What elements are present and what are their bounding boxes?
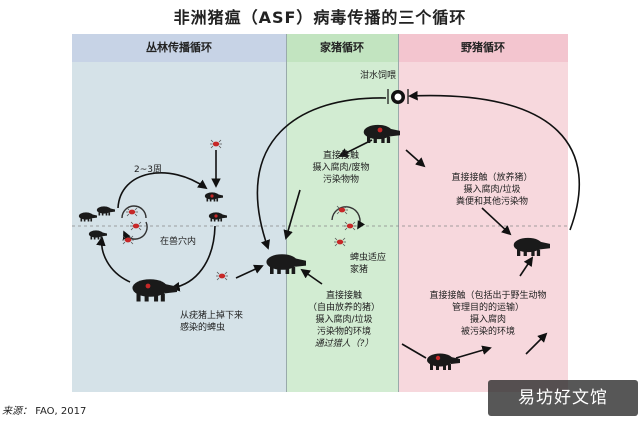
source-credit: 来源： FAO, 2017 bbox=[2, 402, 86, 417]
panel-divider bbox=[286, 34, 287, 392]
wild-contact-arrow bbox=[481, 207, 512, 236]
domestic-arrow bbox=[338, 139, 373, 157]
tick-fall-label: 从疣猪上掉下来 感染的蜱虫 bbox=[180, 310, 243, 334]
wild-boar-cycle-panel bbox=[398, 34, 568, 392]
cycle-arrow bbox=[117, 172, 208, 209]
label-line: 直接接触 bbox=[325, 291, 362, 301]
piglet-icon bbox=[208, 212, 227, 222]
wild-to-swill-arrow bbox=[408, 90, 580, 231]
label-line: 摄入腐肉 bbox=[469, 315, 506, 325]
tick-icon bbox=[343, 221, 357, 231]
forest-to-domestic-arrow bbox=[235, 264, 264, 279]
warthog-icon bbox=[132, 279, 177, 302]
source-label: 来源： bbox=[2, 406, 32, 417]
label-line: 污染物物 bbox=[322, 175, 359, 185]
piglet-icon bbox=[204, 192, 223, 202]
wild-boar-arrow bbox=[519, 256, 534, 277]
burrow-cycle-arrow bbox=[122, 221, 148, 240]
free-range-arrow bbox=[300, 268, 323, 285]
wild-boar-cycle-header: 野猪循环 bbox=[398, 34, 568, 62]
cycle-arrow bbox=[170, 225, 216, 292]
swill-feeding-label: 泔水饲喂 bbox=[360, 71, 397, 81]
swill-feeding-arrow bbox=[256, 97, 387, 250]
domestic-pig-icon bbox=[266, 254, 306, 274]
domestic-contact-label: 直接接触 摄入腐肉/废物 污染物物 bbox=[296, 150, 386, 186]
label-line: 直接接触（放养猪） bbox=[451, 173, 533, 183]
tick-icon bbox=[215, 271, 229, 281]
label-line: 管理目的的运输） bbox=[451, 303, 524, 313]
label-line: 污染物的环境 bbox=[316, 327, 371, 337]
forest-cycle-header: 丛林传播循环 bbox=[72, 34, 286, 62]
domestic-cycle-header: 家猪循环 bbox=[286, 34, 398, 62]
label-line: 粪便和其他污染物 bbox=[455, 197, 528, 207]
wild-boar-icon bbox=[513, 237, 550, 256]
wild-contact-transport-label: 直接接触（包括出于野生动物 管理目的的运输） 摄入腐肉 被污染的环境 bbox=[408, 290, 568, 338]
via-hunters-label: 通过猎人（?） bbox=[314, 339, 374, 349]
wild-boar-icon bbox=[427, 353, 460, 370]
label-line: 摄入腐肉/垃圾 bbox=[315, 315, 373, 325]
domestic-cycle-panel bbox=[286, 34, 398, 392]
wild-contact-label: 直接接触（放养猪） 摄入腐肉/垃圾 粪便和其他污染物 bbox=[432, 172, 552, 208]
free-range-contact-label: 直接接触 （自由放养的猪） 摄入腐肉/垃圾 污染物的环境 通过猎人（?） bbox=[296, 290, 392, 350]
label-line: 感染的蜱虫 bbox=[180, 323, 226, 333]
label-line: （自由放养的猪） bbox=[307, 303, 380, 313]
label-line: 被污染的环境 bbox=[460, 327, 515, 337]
label-line: 直接接触 bbox=[322, 151, 359, 161]
diagram-title: 非洲猪瘟（ASF）病毒传播的三个循环 bbox=[173, 8, 467, 27]
label-line: 直接接触（包括出于野生动物 bbox=[429, 291, 547, 301]
wild-boar-arrow bbox=[525, 332, 548, 355]
label-line: 摄入腐肉/垃圾 bbox=[463, 185, 521, 195]
domestic-to-wild-arrow bbox=[405, 149, 426, 168]
piglet-icon bbox=[78, 212, 97, 222]
tick-icon bbox=[125, 207, 139, 217]
label-line: 从疣猪上掉下来 bbox=[180, 311, 244, 321]
piglet-icon bbox=[88, 230, 107, 240]
label-line: 家猪 bbox=[350, 265, 369, 275]
wild-boar-arrow bbox=[455, 345, 492, 359]
piglet-icon bbox=[96, 206, 115, 216]
panel-divider bbox=[398, 34, 399, 392]
tick-adaptation-label: 蜱虫适应 家猪 bbox=[350, 252, 386, 276]
tick-adaptation-cycle-arrow bbox=[331, 206, 366, 230]
duration-label: 2~3周 bbox=[134, 165, 162, 175]
burrow-cycle-arrow bbox=[121, 205, 147, 219]
label-line: 蜱虫适应 bbox=[350, 253, 387, 263]
in-burrow-label: 在兽穴内 bbox=[160, 237, 197, 247]
source-text: FAO, 2017 bbox=[35, 406, 87, 417]
tick-icon bbox=[209, 139, 223, 149]
tick-icon bbox=[333, 237, 347, 247]
tick-icon bbox=[129, 221, 143, 231]
hunter-link-line bbox=[401, 343, 427, 359]
domestic-contact-arrow bbox=[283, 189, 301, 240]
watermark: 易坊好文馆 bbox=[488, 380, 638, 416]
label-line: 摄入腐肉/废物 bbox=[312, 163, 370, 173]
cycle-arrow bbox=[96, 236, 131, 283]
domestic-pig-icon bbox=[363, 124, 400, 143]
